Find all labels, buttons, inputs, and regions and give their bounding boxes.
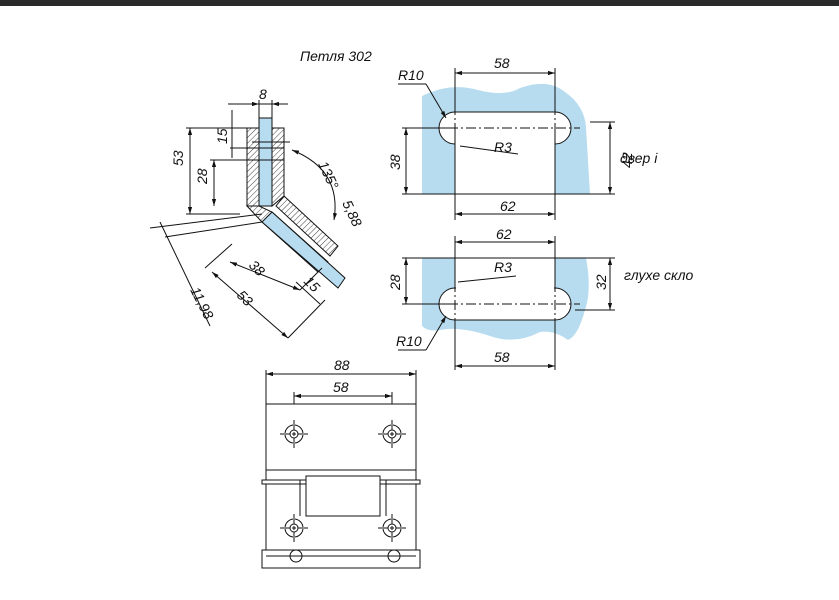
door-dim-58: 58	[494, 55, 510, 71]
drawing-title: Петля 302	[300, 48, 372, 64]
vertical-body-right	[271, 127, 285, 208]
glass-dim-58: 58	[494, 349, 510, 365]
door-radius-r10: R10	[398, 67, 424, 83]
glass-dim-62: 62	[496, 226, 512, 242]
dim-8: 8	[259, 86, 267, 102]
section-view	[149, 100, 346, 339]
front-dim-58: 58	[333, 379, 349, 395]
dim-53-vert: 53	[170, 150, 186, 166]
front-view	[261, 370, 421, 569]
dim-28-vert: 28	[194, 168, 210, 185]
dim-53-diag: 53	[234, 287, 256, 309]
glass-dim-32: 32	[593, 274, 609, 290]
door-dim-62: 62	[500, 198, 516, 214]
door-radius-r3: R3	[494, 139, 512, 155]
door-cutout-view	[398, 68, 615, 220]
door-dim-42: 42	[619, 152, 635, 168]
dim-11-98: 11,98	[187, 284, 217, 322]
dim-5-88: 5,88	[339, 198, 365, 230]
diagonal-glass	[261, 211, 346, 289]
glass-radius-r3: R3	[494, 259, 512, 275]
diagonal-body-2	[275, 195, 339, 257]
glass-dim-28: 28	[387, 274, 403, 291]
door-label: двер і	[620, 150, 658, 166]
dim-135-angle: 135°	[315, 159, 342, 192]
door-dim-38: 38	[387, 154, 403, 170]
front-dim-88: 88	[334, 357, 350, 373]
hole-top-right	[378, 420, 406, 448]
fixed-glass-label: глухе скло	[624, 267, 694, 283]
top-leaf	[265, 403, 417, 471]
window-top-bar	[0, 0, 839, 6]
vertical-glass	[258, 117, 273, 207]
center-plate	[305, 475, 381, 517]
hole-top-left	[280, 420, 308, 448]
hole-bottom-right	[378, 514, 406, 542]
door-notch	[455, 128, 555, 194]
glass-radius-r10: R10	[396, 333, 422, 349]
dim-15-diag: 15	[301, 273, 323, 295]
hole-bottom-left	[280, 514, 308, 542]
glass-notch	[455, 258, 555, 288]
glass-cutout-view	[398, 236, 615, 370]
vertical-body	[246, 127, 260, 207]
dim-15-vert: 15	[214, 128, 230, 144]
